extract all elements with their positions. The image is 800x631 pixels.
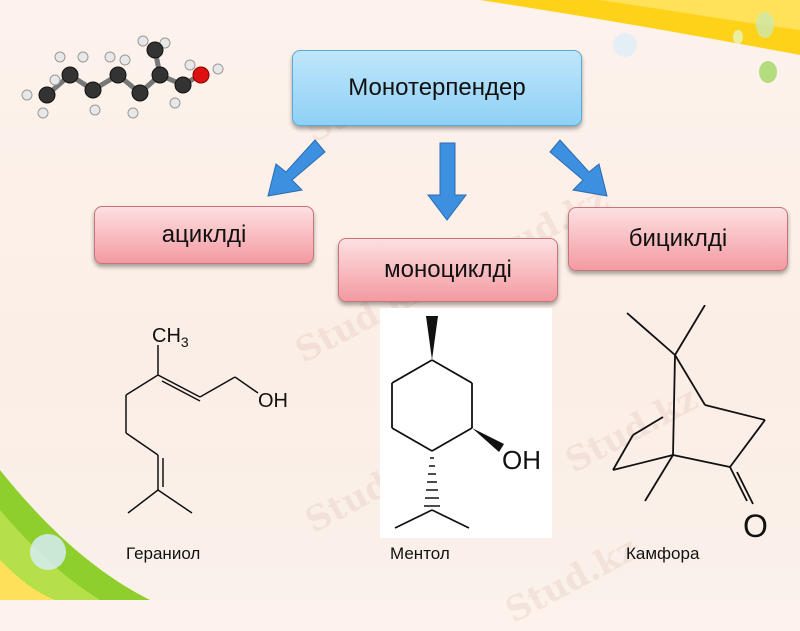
background-decoration: [0, 0, 800, 600]
menthol-oh-label: OH: [502, 445, 541, 475]
camphor-caption: Камфора: [626, 544, 700, 563]
arrows: [267, 139, 608, 221]
arrow-to-acyclic: [267, 139, 326, 197]
geraniol-structure: CH3 OH: [125, 325, 288, 514]
category-monocyclic-box: моноциклді: [338, 238, 558, 302]
geraniol-oh-label: OH: [258, 390, 288, 412]
geraniol-caption: Гераниол: [126, 544, 201, 563]
arrow-to-bicyclic: [549, 139, 608, 197]
category-acyclic-label: ациклді: [161, 221, 247, 248]
title-box: Монотерпендер: [292, 50, 582, 126]
category-bicyclic-box: бициклді: [568, 207, 788, 271]
category-monocyclic-label: моноциклді: [384, 256, 512, 283]
category-acyclic-box: ациклді: [94, 206, 314, 264]
title-label: Монотерпендер: [348, 74, 526, 101]
geraniol-ch3-label: CH3: [152, 325, 189, 350]
molecule-model: [21, 35, 224, 119]
menthol-caption: Ментол: [390, 544, 450, 563]
arrow-to-monocyclic: [426, 142, 468, 221]
camphor-o-label: O: [743, 508, 768, 544]
camphor-structure: O: [612, 305, 768, 544]
category-bicyclic-label: бициклді: [628, 225, 728, 252]
menthol-structure: OH: [380, 308, 552, 538]
